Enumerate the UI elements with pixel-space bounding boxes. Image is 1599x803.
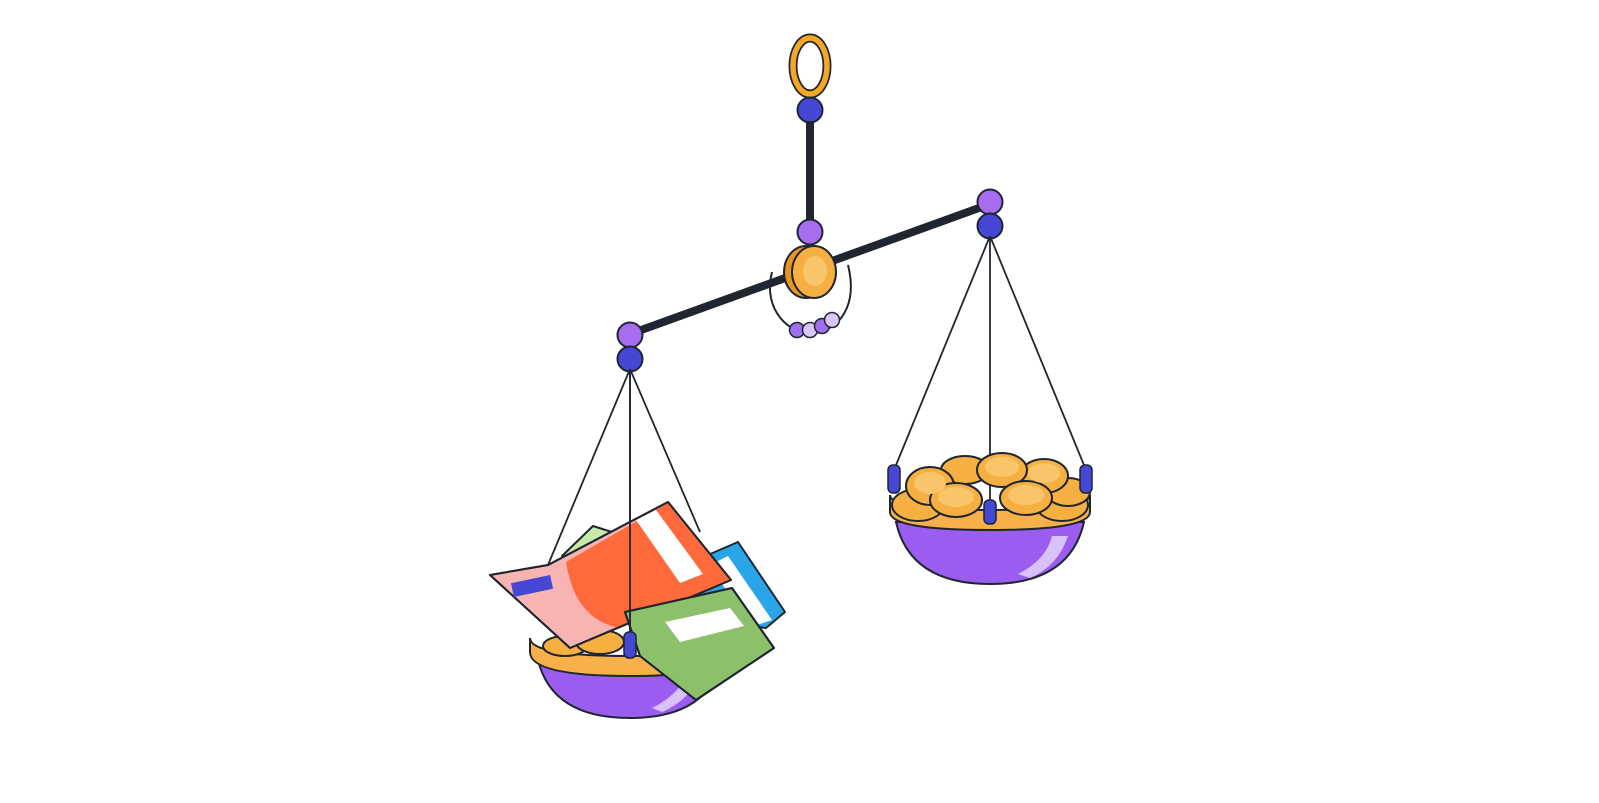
right-string-tab: [887, 464, 901, 494]
right-pan-highlight: [1018, 536, 1068, 578]
left-hanger-joint-icon: [616, 345, 644, 373]
right-beam-joint-icon: [976, 188, 1004, 216]
right-coin-faces: [914, 457, 1060, 507]
left-string: [547, 368, 631, 566]
right-pan: [887, 235, 1093, 586]
banknote-white-stripe: [636, 510, 703, 583]
hanger-rod: [806, 121, 814, 221]
pivot-coin-face: [803, 256, 827, 286]
right-string: [989, 235, 1087, 471]
banknote-badge-icon: [510, 574, 554, 598]
left-beam-joint-icon: [616, 321, 644, 349]
banknote-main-outline: [489, 501, 732, 649]
right-hanger-joint-icon: [976, 212, 1004, 240]
left-string-tab: [623, 631, 637, 659]
left-pan: [489, 368, 786, 720]
banknote-green-stripe: [665, 608, 744, 642]
top-joint-icon: [796, 96, 824, 124]
pivot-upper-joint-icon: [796, 218, 824, 246]
left-string: [629, 368, 701, 533]
right-string-tab: [1079, 464, 1093, 494]
banknote-green-outline: [624, 587, 775, 701]
bead-icon: [823, 311, 841, 329]
hanging-ring-fill: [790, 35, 830, 97]
banknote-stack: [489, 501, 786, 701]
right-string: [893, 235, 991, 471]
right-string-tab: [983, 499, 997, 525]
